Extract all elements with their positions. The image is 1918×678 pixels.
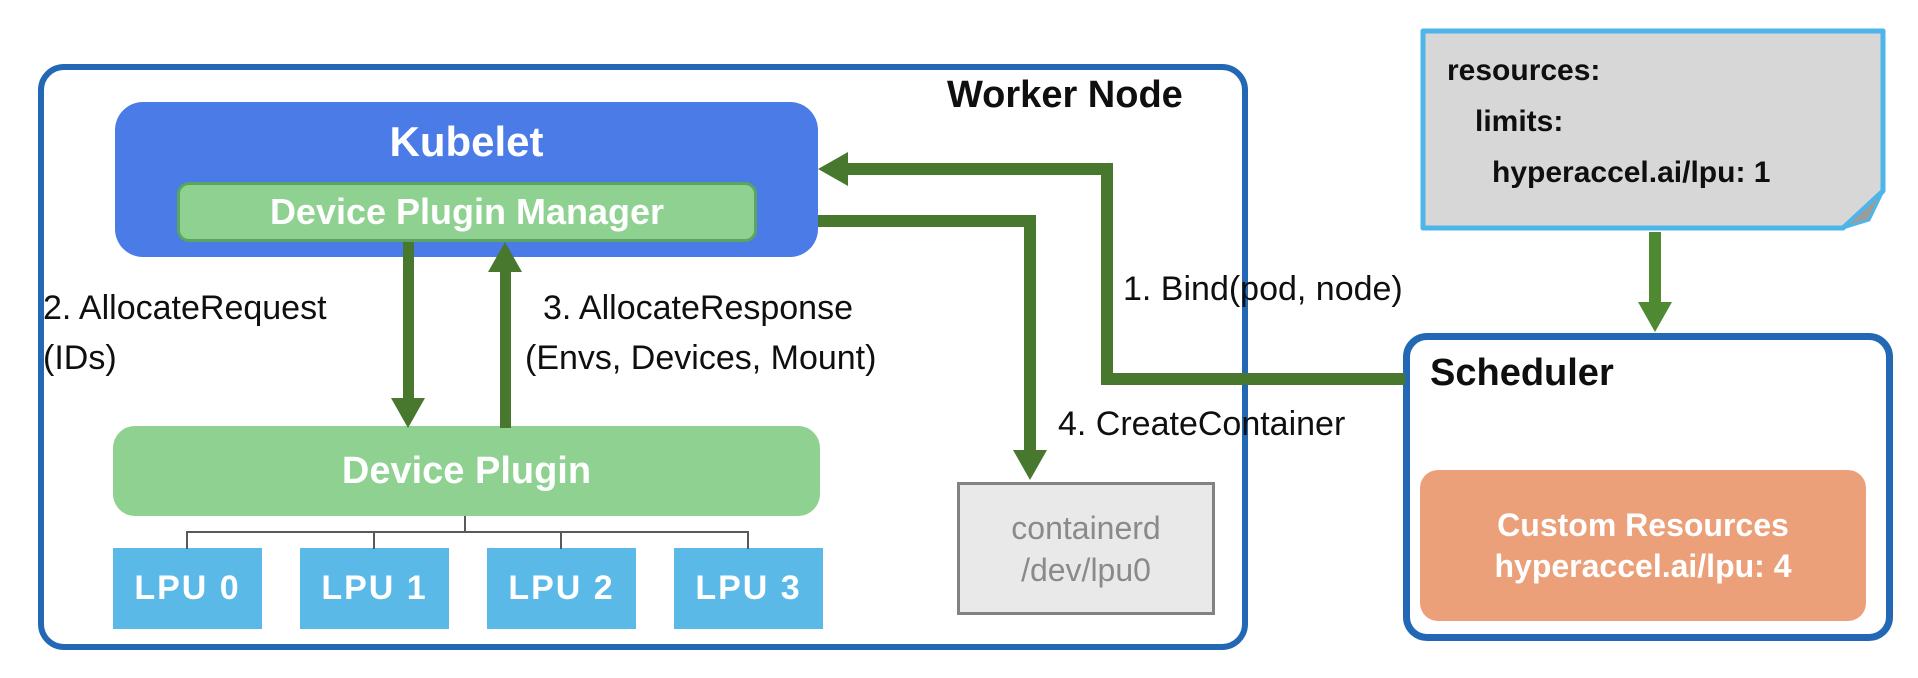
lpu-0-box: LPU 0 xyxy=(113,548,262,629)
lpu-2-label: LPU 2 xyxy=(508,569,615,607)
note-line-limits: limits: xyxy=(1475,105,1564,138)
bind-arrow-top-segment xyxy=(846,163,1113,175)
lpu-3-box: LPU 3 xyxy=(674,548,823,629)
lpu-1-label: LPU 1 xyxy=(321,569,428,607)
pod-spec-note xyxy=(1420,28,1886,231)
dp-lpu-connector-drop-1 xyxy=(373,532,375,549)
create-container-arrow-vertical xyxy=(1024,215,1036,450)
device-plugin-label: Device Plugin xyxy=(341,449,592,492)
device-plugin-manager-label: Device Plugin Manager xyxy=(269,191,665,232)
worker-node-title: Worker Node xyxy=(947,74,1183,116)
lpu-1-box: LPU 1 xyxy=(300,548,449,629)
kubelet-label: Kubelet xyxy=(389,118,544,165)
allocate-request-arrow-shaft xyxy=(403,242,414,398)
allocate-request-arrowhead xyxy=(391,398,425,428)
containerd-label: containerd xyxy=(1011,509,1161,546)
bind-arrow-vertical-segment xyxy=(1101,163,1113,385)
note-to-scheduler-arrowhead xyxy=(1638,302,1672,332)
custom-resources-label: Custom Resources xyxy=(1497,506,1789,543)
note-to-scheduler-arrow-shaft xyxy=(1649,232,1661,302)
bind-label: 1. Bind(pod, node) xyxy=(1123,270,1403,308)
device-plugin-manager-box: Device Plugin Manager xyxy=(177,182,757,242)
allocate-response-arrowhead xyxy=(488,242,522,272)
dp-lpu-connector-drop-3 xyxy=(747,532,749,549)
bind-arrow-bottom-segment xyxy=(1101,373,1405,385)
scheduler-title: Scheduler xyxy=(1430,352,1614,394)
allocate-request-detail-label: (IDs) xyxy=(43,339,117,377)
dp-lpu-connector-drop-0 xyxy=(186,532,188,549)
allocate-response-detail-label: (Envs, Devices, Mount) xyxy=(525,339,877,377)
dp-lpu-connector-drop-2 xyxy=(560,532,562,549)
create-container-arrow-horizontal xyxy=(818,215,1036,227)
lpu-0-label: LPU 0 xyxy=(134,569,241,607)
dp-lpu-connector-bus xyxy=(186,531,749,533)
dp-lpu-connector-stub xyxy=(464,516,466,532)
note-line-resources: resources: xyxy=(1447,54,1601,87)
custom-resources-box: Custom Resources hyperaccel.ai/lpu: 4 xyxy=(1420,470,1866,621)
lpu-2-box: LPU 2 xyxy=(487,548,636,629)
containerd-device-path: /dev/lpu0 xyxy=(1021,551,1151,588)
note-shape xyxy=(1420,28,1886,231)
create-container-label: 4. CreateContainer xyxy=(1058,405,1346,443)
bind-arrowhead xyxy=(818,152,848,186)
device-plugin-box: Device Plugin xyxy=(113,426,820,516)
allocate-response-arrow-shaft xyxy=(500,272,511,428)
containerd-box: containerd /dev/lpu0 xyxy=(957,482,1215,615)
create-container-arrowhead xyxy=(1013,450,1047,480)
custom-resources-value: hyperaccel.ai/lpu: 4 xyxy=(1494,547,1792,584)
allocate-response-label: 3. AllocateResponse xyxy=(543,289,853,327)
allocate-request-label: 2. AllocateRequest xyxy=(43,289,327,327)
note-line-lpu-limit: hyperaccel.ai/lpu: 1 xyxy=(1492,156,1771,189)
lpu-3-label: LPU 3 xyxy=(695,569,802,607)
